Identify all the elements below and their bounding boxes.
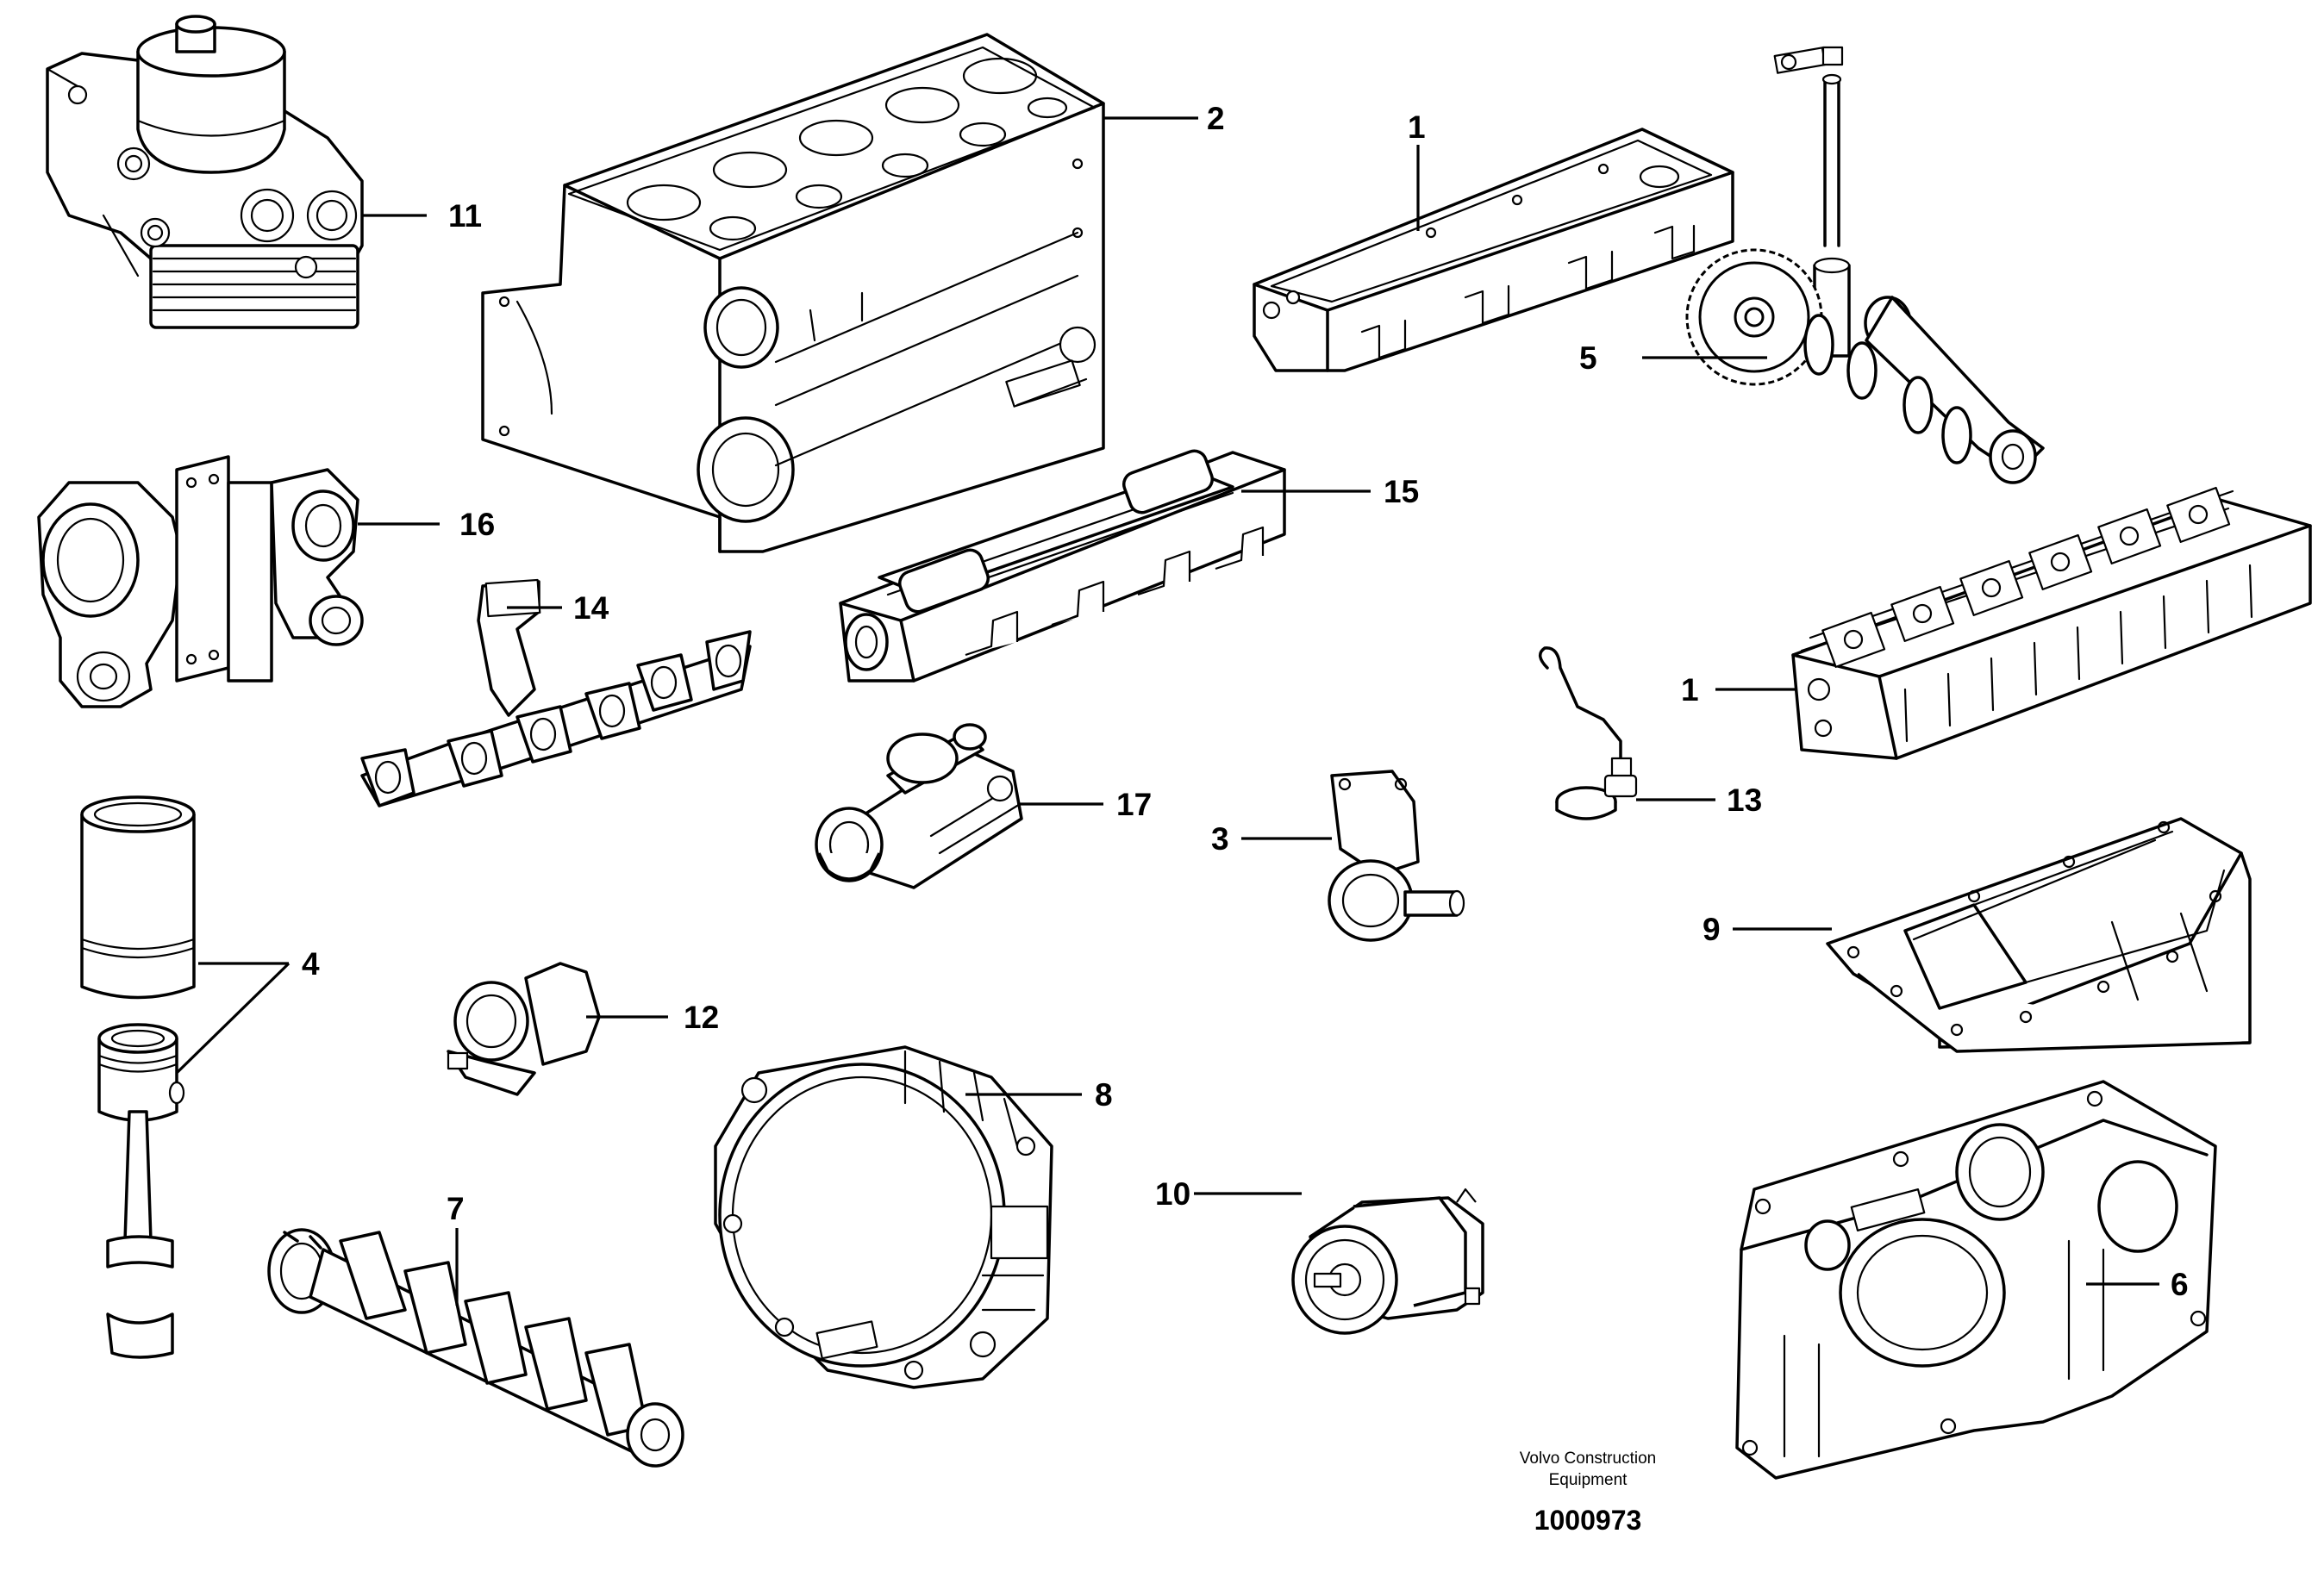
part-exhaust-manifold bbox=[360, 578, 752, 807]
callout-9: 9 bbox=[1703, 912, 1721, 947]
callout-4: 4 bbox=[302, 946, 320, 982]
callout-2: 2 bbox=[1207, 101, 1225, 136]
callout-1-cylinder-head: 1 bbox=[1681, 672, 1699, 708]
part-oil-filter-housing bbox=[46, 15, 364, 329]
callout-7: 7 bbox=[447, 1191, 465, 1226]
part-engine-block bbox=[481, 33, 1105, 553]
part-pump bbox=[1328, 770, 1465, 942]
part-sensor bbox=[1539, 646, 1638, 820]
part-starter-motor bbox=[815, 723, 1023, 889]
part-thermostat bbox=[447, 962, 601, 1096]
callout-1-valve-cover: 1 bbox=[1408, 109, 1426, 145]
callout-12: 12 bbox=[684, 1000, 719, 1035]
part-valve-cover bbox=[1253, 128, 1734, 372]
credit-line-2: Equipment bbox=[1549, 1471, 1628, 1489]
callout-14: 14 bbox=[573, 590, 609, 626]
callout-17: 17 bbox=[1116, 787, 1152, 822]
part-flywheel-housing bbox=[714, 1045, 1053, 1389]
part-camshaft bbox=[1685, 46, 2045, 484]
callout-10: 10 bbox=[1155, 1176, 1190, 1212]
callout-13: 13 bbox=[1727, 782, 1762, 818]
callout-6: 6 bbox=[2171, 1267, 2189, 1302]
callout-11: 11 bbox=[448, 198, 482, 234]
figure-credit: Volvo Construction Equipment 1000973 bbox=[1520, 1449, 1656, 1536]
callout-8: 8 bbox=[1095, 1077, 1113, 1113]
part-cylinder-head bbox=[1791, 486, 2312, 760]
credit-line-1: Volvo Construction bbox=[1520, 1449, 1656, 1468]
part-alternator bbox=[1291, 1188, 1484, 1335]
figure-number: 1000973 bbox=[1534, 1505, 1642, 1536]
part-thermostat-housing bbox=[37, 455, 364, 708]
part-timing-gear-housing bbox=[1735, 1080, 2217, 1480]
callout-5: 5 bbox=[1579, 340, 1597, 376]
callout-3: 3 bbox=[1211, 821, 1229, 857]
leader-lines bbox=[175, 116, 2159, 1306]
callout-16: 16 bbox=[459, 507, 495, 542]
part-oil-pan bbox=[1826, 817, 2252, 1053]
callout-labels: 2 1 11 5 16 15 14 1 13 17 3 9 4 12 8 10 … bbox=[302, 101, 2189, 1302]
part-intake-manifold bbox=[839, 449, 1286, 683]
part-crankshaft bbox=[267, 1228, 684, 1468]
callout-15: 15 bbox=[1384, 474, 1419, 509]
part-piston-assembly bbox=[80, 795, 196, 1359]
